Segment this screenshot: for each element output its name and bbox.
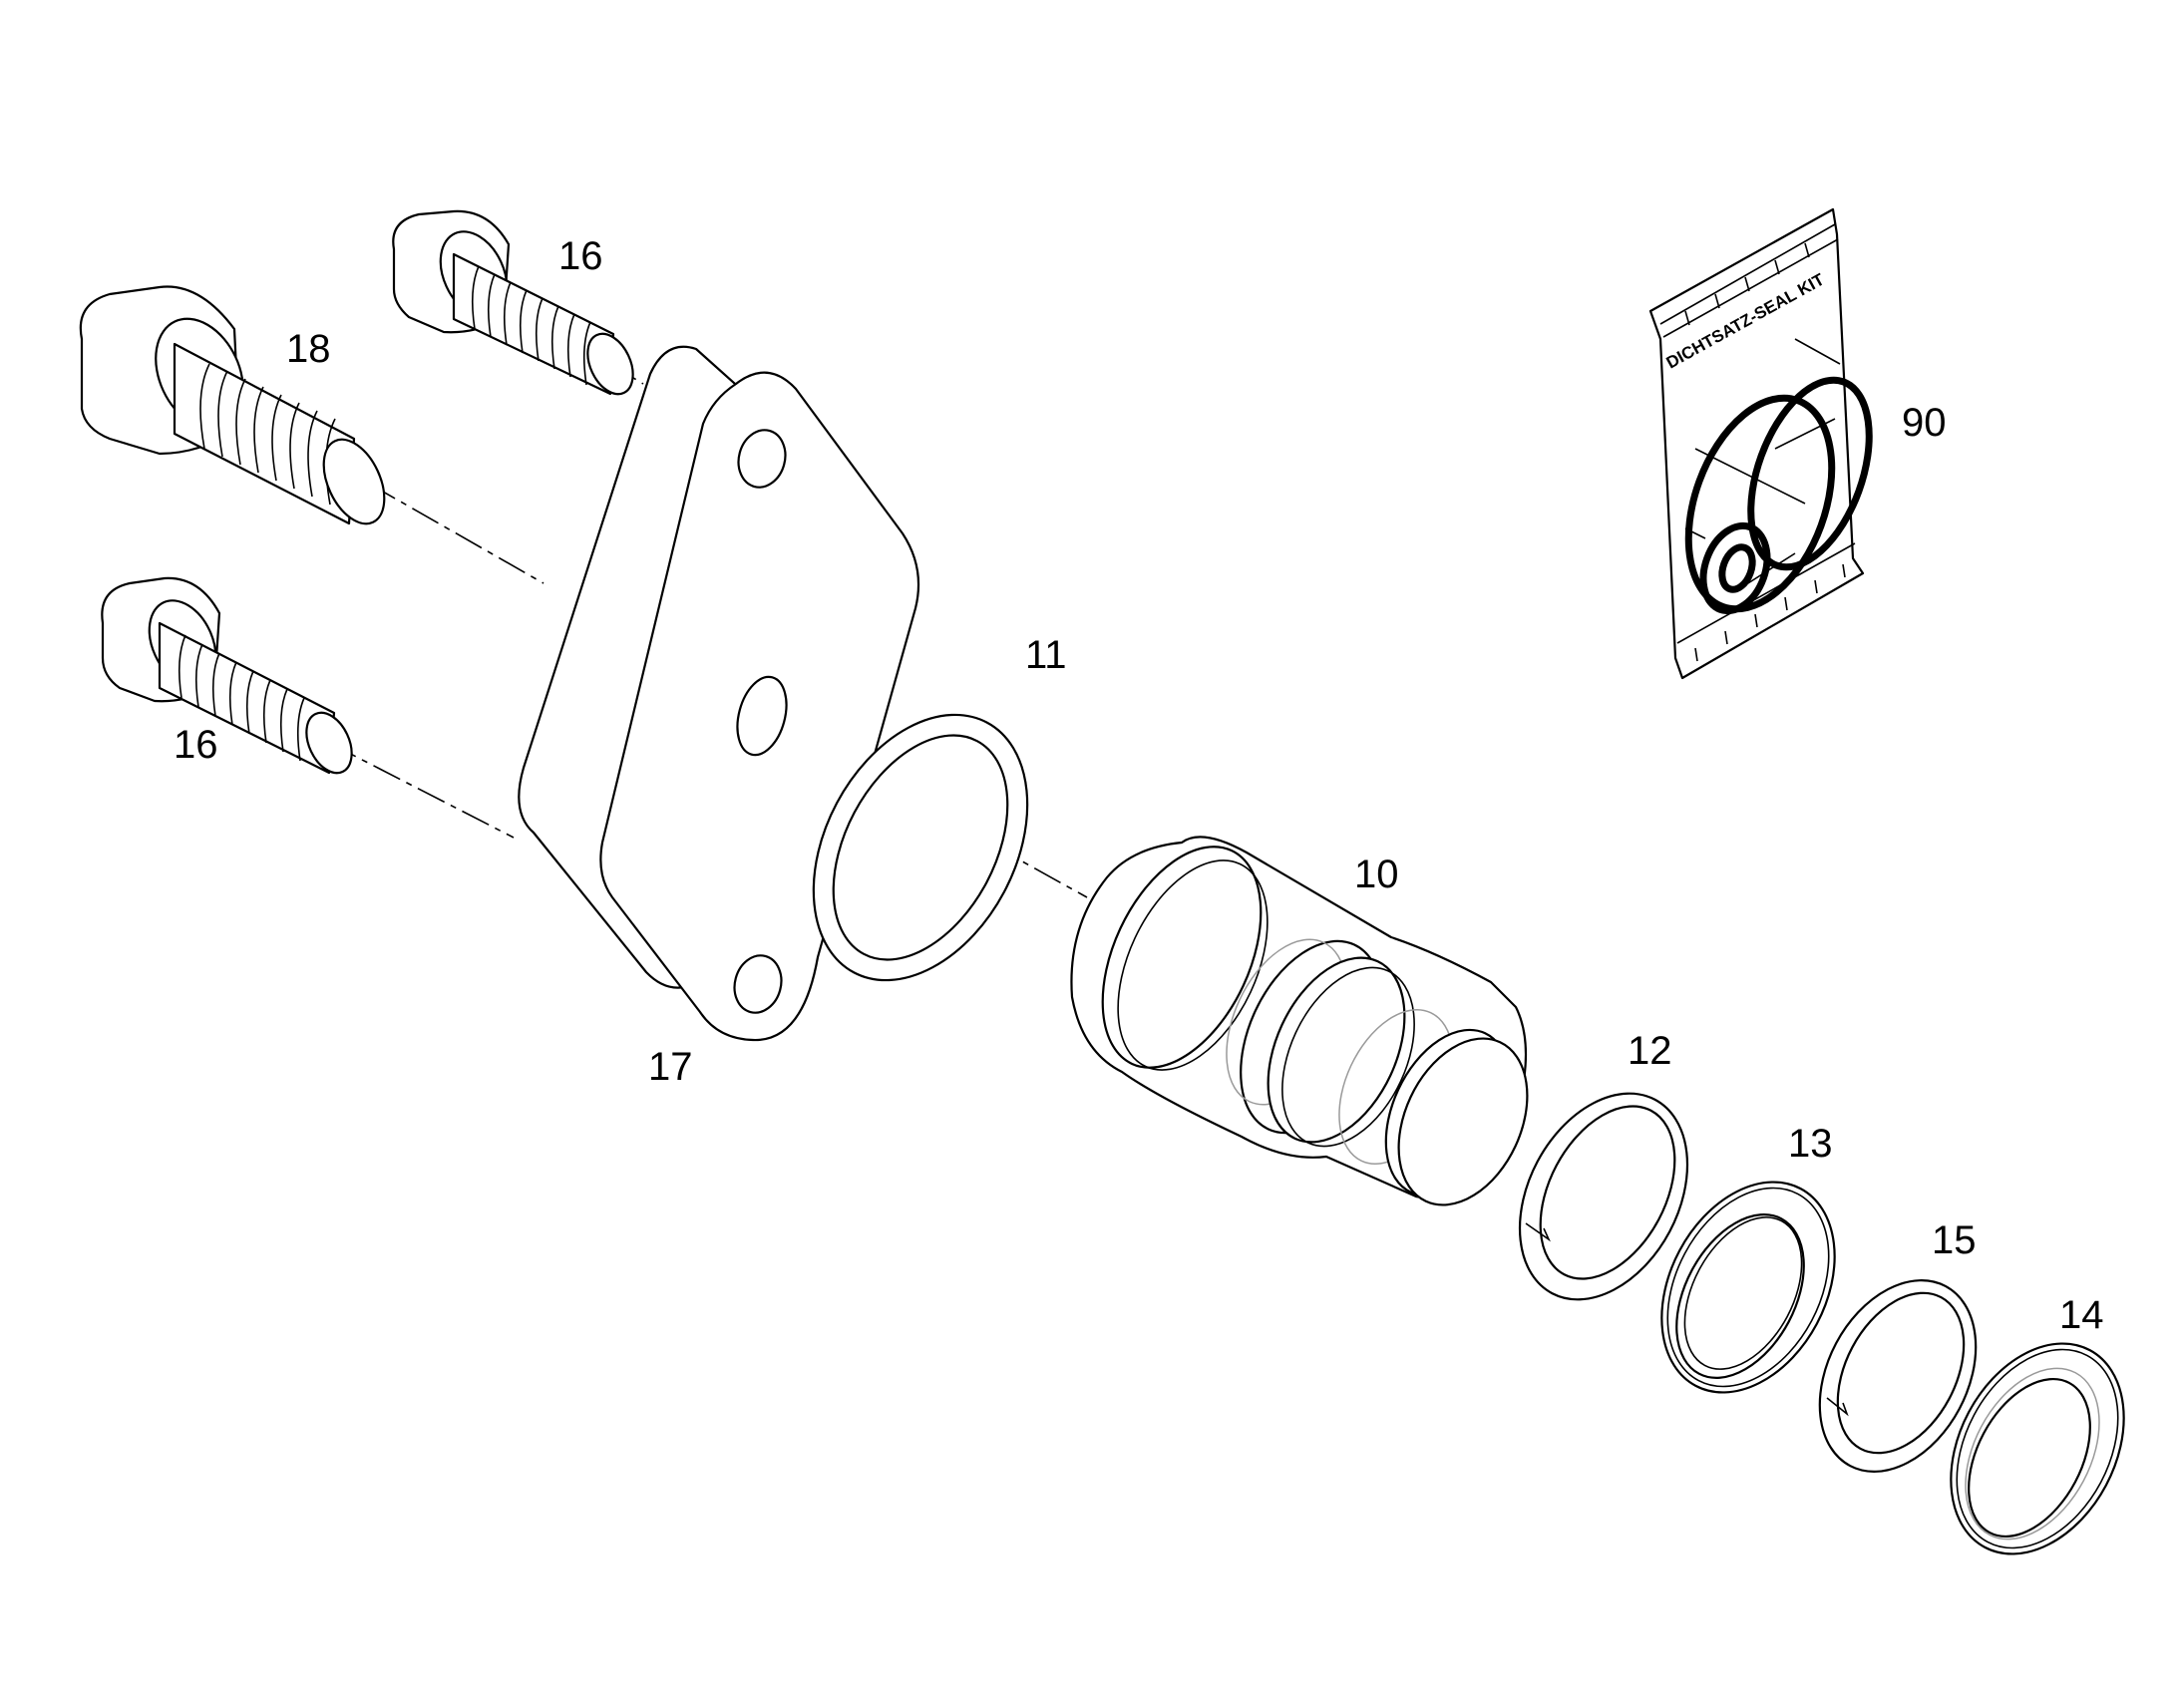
label-90: 90: [1902, 401, 1947, 445]
cartridge-10: [1070, 836, 1529, 1206]
label-10: 10: [1354, 853, 1399, 896]
cap-screw-16-top: [392, 209, 634, 396]
seal-kit-bag-90: DICHTSATZ-SEAL KIT: [1648, 207, 1873, 680]
label-12: 12: [1628, 1029, 1672, 1073]
backup-ring-15: [1818, 1279, 1978, 1473]
callout-labels: 16 18 16 17 11 10 12 13 15 14 90: [174, 234, 2104, 1337]
label-11: 11: [1025, 633, 1067, 677]
cap-screw-18: [79, 285, 386, 525]
label-15: 15: [1932, 1218, 1977, 1262]
cap-screw-16-bottom: [101, 576, 353, 775]
label-14: 14: [2059, 1293, 2104, 1337]
seal-ring-13: [1660, 1181, 1836, 1394]
label-16-top: 16: [558, 234, 603, 278]
label-13: 13: [1788, 1122, 1833, 1166]
label-17: 17: [648, 1045, 693, 1089]
gasket-11: [812, 713, 1029, 982]
seal-ring-14: [1950, 1342, 2125, 1555]
label-16-bottom: 16: [174, 723, 218, 767]
backup-ring-12: [1518, 1092, 1689, 1301]
label-18: 18: [286, 327, 331, 371]
